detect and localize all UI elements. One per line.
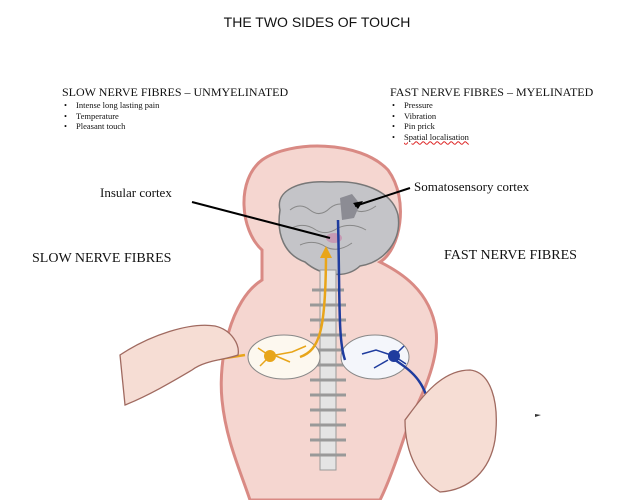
stray-mark — [535, 414, 541, 417]
list-item: Pleasant touch — [62, 121, 288, 132]
spine — [310, 269, 346, 471]
left-hand — [119, 324, 239, 406]
list-item: Vibration — [390, 111, 593, 122]
insular-cortex-label: Insular cortex — [100, 185, 172, 200]
fast-fibres-section: FAST NERVE FIBRES – MYELINATED Pressure … — [390, 86, 593, 142]
somatosensory-cortex-label: Somatosensory cortex — [414, 179, 530, 194]
slow-fibres-heading: SLOW NERVE FIBRES – UNMYELINATED — [62, 85, 289, 99]
fast-fibres-heading: FAST NERVE FIBRES – MYELINATED — [390, 85, 594, 99]
slow-neuron-bubble — [247, 334, 321, 380]
arrow-head-icon — [353, 201, 363, 209]
insular-pointer — [191, 201, 331, 239]
list-item: Pressure — [390, 100, 593, 111]
list-item: Pin prick — [390, 121, 593, 132]
fast-fibres-list: Pressure Vibration Pin prick Spatial loc… — [390, 100, 593, 142]
somatosensory-region — [340, 194, 360, 220]
slow-fibres-list: Intense long lasting pain Temperature Pl… — [62, 100, 288, 132]
list-item: Temperature — [62, 111, 288, 122]
slow-arrow-head — [320, 246, 332, 258]
right-hand — [404, 369, 497, 493]
slow-fibres-section: SLOW NERVE FIBRES – UNMYELINATED Intense… — [62, 86, 288, 132]
list-item: Intense long lasting pain — [62, 100, 288, 111]
page-title: THE TWO SIDES OF TOUCH — [223, 14, 411, 30]
fast-fibres-label: FAST NERVE FIBRES — [444, 248, 577, 263]
slow-fibres-label: SLOW NERVE FIBRES — [32, 251, 172, 266]
somatosensory-pointer — [354, 187, 411, 207]
fast-neuron-bubble — [340, 334, 410, 380]
list-item: Spatial localisation — [390, 132, 593, 143]
